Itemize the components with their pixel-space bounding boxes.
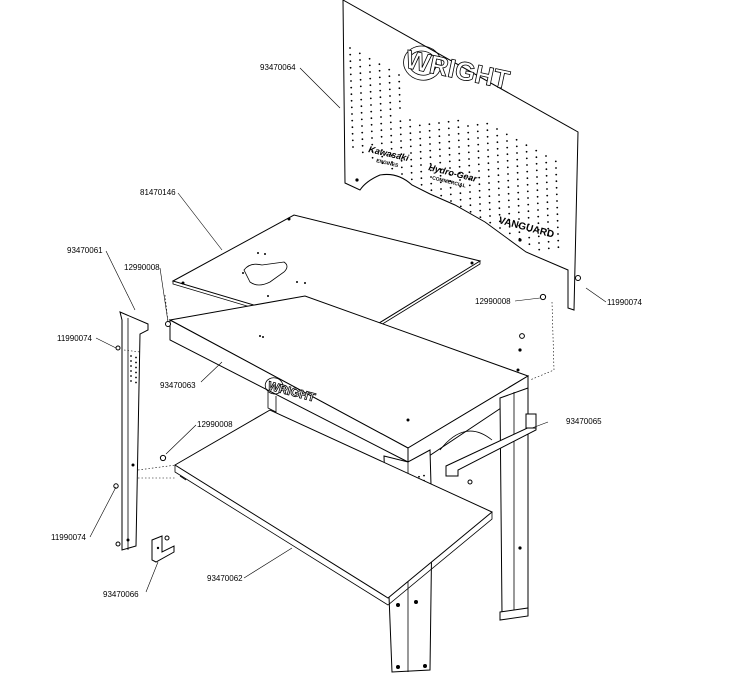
callout-bracket: 93470066 (103, 590, 139, 599)
panel-screw-icon (575, 275, 581, 281)
left-leg (113, 311, 149, 551)
callout-top-plate: 81470146 (140, 188, 176, 197)
back-panel-perforation (349, 47, 560, 251)
callout-left-leg: 93470061 (67, 246, 103, 255)
kawasaki-sub: ENGINES (375, 158, 399, 169)
foot-bracket (151, 535, 175, 563)
screw-icon (519, 333, 525, 339)
washer-icon (165, 321, 171, 327)
callout-side-bracket: 93470065 (566, 417, 602, 426)
bench-body: WRIGHT (168, 295, 530, 673)
washer-icon (159, 454, 167, 462)
callout-screw-right: 11990074 (607, 298, 643, 307)
callout-back-panel: 93470064 (260, 63, 296, 72)
side-bracket (445, 413, 537, 485)
callout-screw-left-lower: 11990074 (51, 533, 87, 542)
callout-screw-left-upper: 11990074 (57, 334, 93, 343)
washer-icon (539, 293, 547, 301)
callout-washer-mid: 12990008 (197, 420, 233, 429)
callout-shelf: 93470062 (207, 574, 243, 583)
callout-washer-top-left: 12990008 (124, 263, 160, 272)
callout-front-apron: 93470063 (160, 381, 196, 390)
back-panel: WRIGHT Kawasaki ENGINES Hydro-Gear COMME… (342, 0, 581, 311)
callout-washer-right: 12990008 (475, 297, 511, 306)
